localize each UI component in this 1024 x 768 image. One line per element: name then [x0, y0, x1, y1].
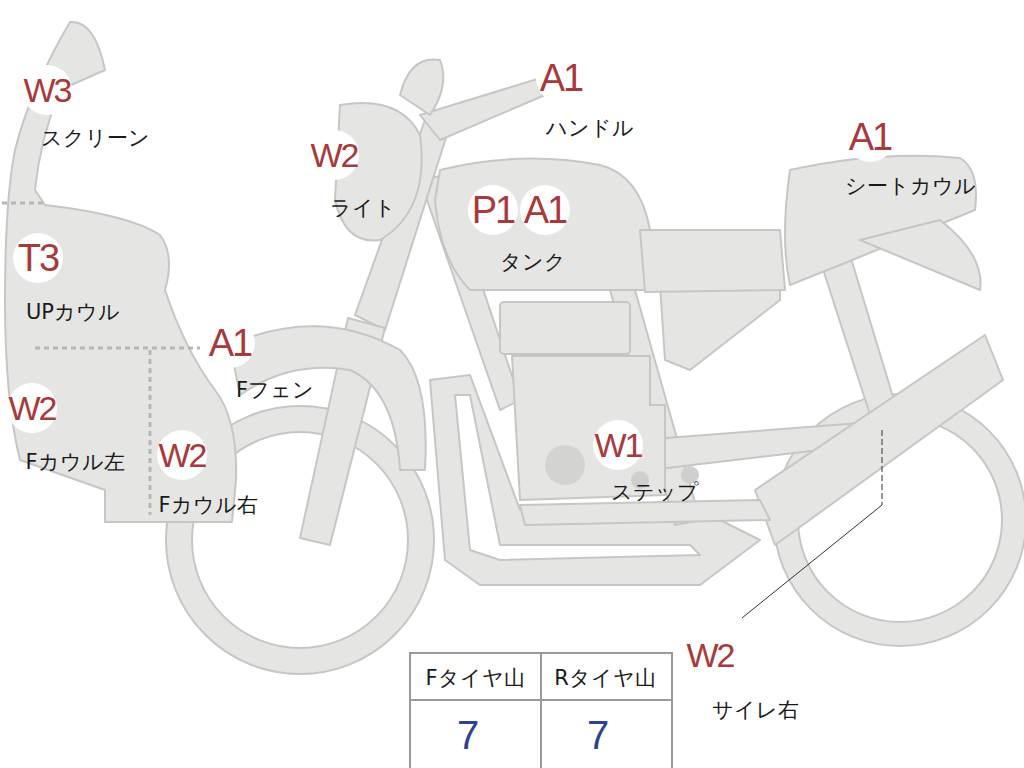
damage-code: A1 — [520, 185, 570, 235]
callout-node: W2Fカウル左 — [7, 383, 57, 433]
part-name: ハンドル — [546, 114, 634, 142]
callout-node: A1シートカウル — [845, 112, 895, 162]
table-value: 7 — [457, 713, 479, 758]
callout-node: W2ライト — [309, 130, 359, 180]
damage-code: A1 — [845, 112, 895, 162]
part-name: ライト — [330, 194, 396, 222]
callout-node: W1ステップ — [593, 420, 643, 470]
callout-node: A1タンク — [520, 185, 570, 235]
callout-node: P1 — [468, 185, 518, 235]
table-header: Fタイヤ山 — [425, 664, 524, 692]
damage-code: A1 — [205, 318, 255, 368]
damage-code: W3 — [22, 65, 72, 115]
part-name: スクリーン — [41, 124, 150, 152]
callout-node: W2サイレ右 — [685, 630, 735, 680]
part-name: UPカウル — [26, 298, 120, 326]
callout-node: A1ハンドル — [536, 53, 586, 103]
damage-code: A1 — [536, 53, 586, 103]
damage-code: W2 — [309, 130, 359, 180]
table-header: Rタイヤ山 — [554, 664, 656, 692]
callout-node: W2Fカウル右 — [157, 430, 207, 480]
callout-node: A1Fフェン — [205, 318, 255, 368]
damage-code: P1 — [468, 185, 518, 235]
part-name: シートカウル — [845, 172, 976, 200]
part-name: ステップ — [611, 478, 699, 506]
part-name: Fカウル左 — [25, 448, 124, 476]
part-name: タンク — [500, 248, 566, 276]
damage-code: W2 — [685, 630, 735, 680]
callout-node: T3UPカウル — [13, 233, 63, 283]
damage-code: T3 — [13, 233, 63, 283]
part-name: Fフェン — [236, 376, 314, 404]
damage-code: W2 — [157, 430, 207, 480]
damage-code: W1 — [593, 420, 643, 470]
part-name: サイレ右 — [712, 696, 799, 724]
part-name: Fカウル右 — [158, 491, 257, 519]
callout-node: W3スクリーン — [22, 65, 72, 115]
damage-code: W2 — [7, 383, 57, 433]
table-value: 7 — [587, 713, 609, 758]
